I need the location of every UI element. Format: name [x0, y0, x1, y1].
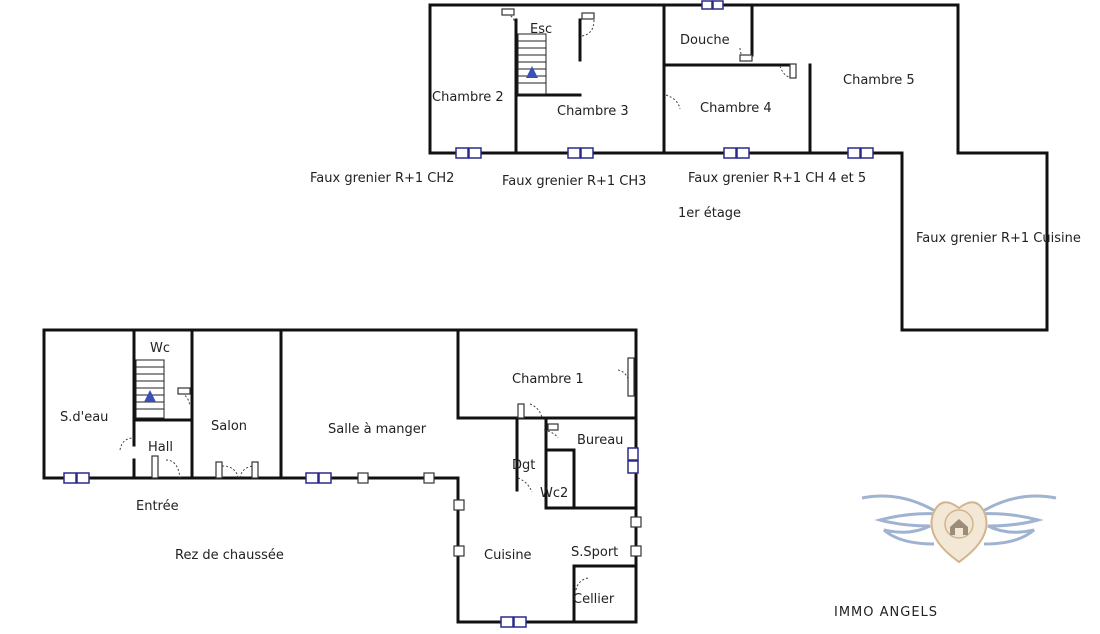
- ground-staircase: [135, 359, 165, 419]
- ground-outer-wall: [42, 328, 638, 624]
- stair-arrow-icon: [526, 66, 538, 78]
- winged-heart-house-icon: [861, 494, 1057, 564]
- upper-staircase: [517, 33, 547, 95]
- brand-logo: IMMO ANGELS: [834, 494, 1057, 620]
- room-label-chambre2: Chambre 2: [432, 90, 504, 105]
- ground-windows: [63, 447, 642, 628]
- room-label-hall: Hall: [148, 440, 173, 455]
- door-frame: [151, 455, 159, 479]
- room-label-wc2: Wc2: [540, 486, 568, 501]
- door-hall: [165, 459, 181, 479]
- door-frame: [251, 461, 259, 479]
- door-frame: [581, 12, 595, 20]
- room-label-chambre1: Chambre 1: [512, 372, 584, 387]
- door-ch1: [529, 403, 543, 419]
- door-bureau: [543, 429, 559, 439]
- door-frame: [177, 387, 191, 395]
- room-label-esc: Esc: [530, 22, 552, 37]
- floor-title-ground: Rez de chaussée: [175, 548, 284, 563]
- door-esc-right: [581, 19, 595, 37]
- room-label-salon: Salon: [211, 419, 247, 434]
- room-label-dgt: Dgt: [512, 458, 535, 473]
- brand-name: IMMO ANGELS: [834, 605, 938, 620]
- room-label-douche: Douche: [680, 33, 730, 48]
- door-frame: [501, 8, 515, 16]
- door-frame: [739, 54, 753, 62]
- upper-windows: [455, 0, 874, 159]
- stair-arrow-icon: [144, 390, 156, 402]
- ground-floor: Wc S.d'eau Hall Salon Salle à manger Cha…: [42, 328, 642, 628]
- door-sdeau: [119, 437, 135, 451]
- room-label-salle: Salle à manger: [328, 422, 427, 437]
- door-ch1-outside: [617, 369, 631, 387]
- room-label-entree: Entrée: [136, 499, 179, 514]
- attic-label-ch45: Faux grenier R+1 CH 4 et 5: [688, 171, 866, 186]
- door-cellier: [575, 577, 589, 591]
- room-label-cuisine: Cuisine: [484, 548, 532, 563]
- door-esc-left: [502, 13, 516, 27]
- room-label-ssport: S.Sport: [571, 545, 618, 560]
- room-label-chambre4: Chambre 4: [700, 101, 772, 116]
- room-label-chambre5: Chambre 5: [843, 73, 915, 88]
- floor-title-upper: 1er étage: [678, 206, 741, 221]
- door-entree: [221, 465, 257, 479]
- door-frame: [789, 63, 797, 79]
- door-dgt: [517, 477, 533, 493]
- door-ch4: [665, 94, 681, 110]
- attic-label-cuisine: Faux grenier R+1 Cuisine: [916, 231, 1081, 246]
- upper-floor: Esc Chambre 2 Chambre 3 Douche Chambre 4…: [310, 0, 1081, 332]
- attic-label-ch2: Faux grenier R+1 CH2: [310, 171, 454, 186]
- door-frame: [547, 423, 559, 431]
- door-frame: [517, 403, 525, 419]
- attic-label-ch3: Faux grenier R+1 CH3: [502, 174, 646, 189]
- room-label-cellier: Cellier: [573, 592, 615, 607]
- room-label-chambre3: Chambre 3: [557, 104, 629, 119]
- door-frame: [627, 357, 635, 397]
- door-ch5: [779, 65, 795, 79]
- room-label-sdeau: S.d'eau: [60, 410, 108, 425]
- room-label-bureau: Bureau: [577, 433, 623, 448]
- door-frame: [215, 461, 223, 479]
- room-label-wc: Wc: [150, 341, 170, 356]
- upper-outer-wall: [428, 3, 1049, 332]
